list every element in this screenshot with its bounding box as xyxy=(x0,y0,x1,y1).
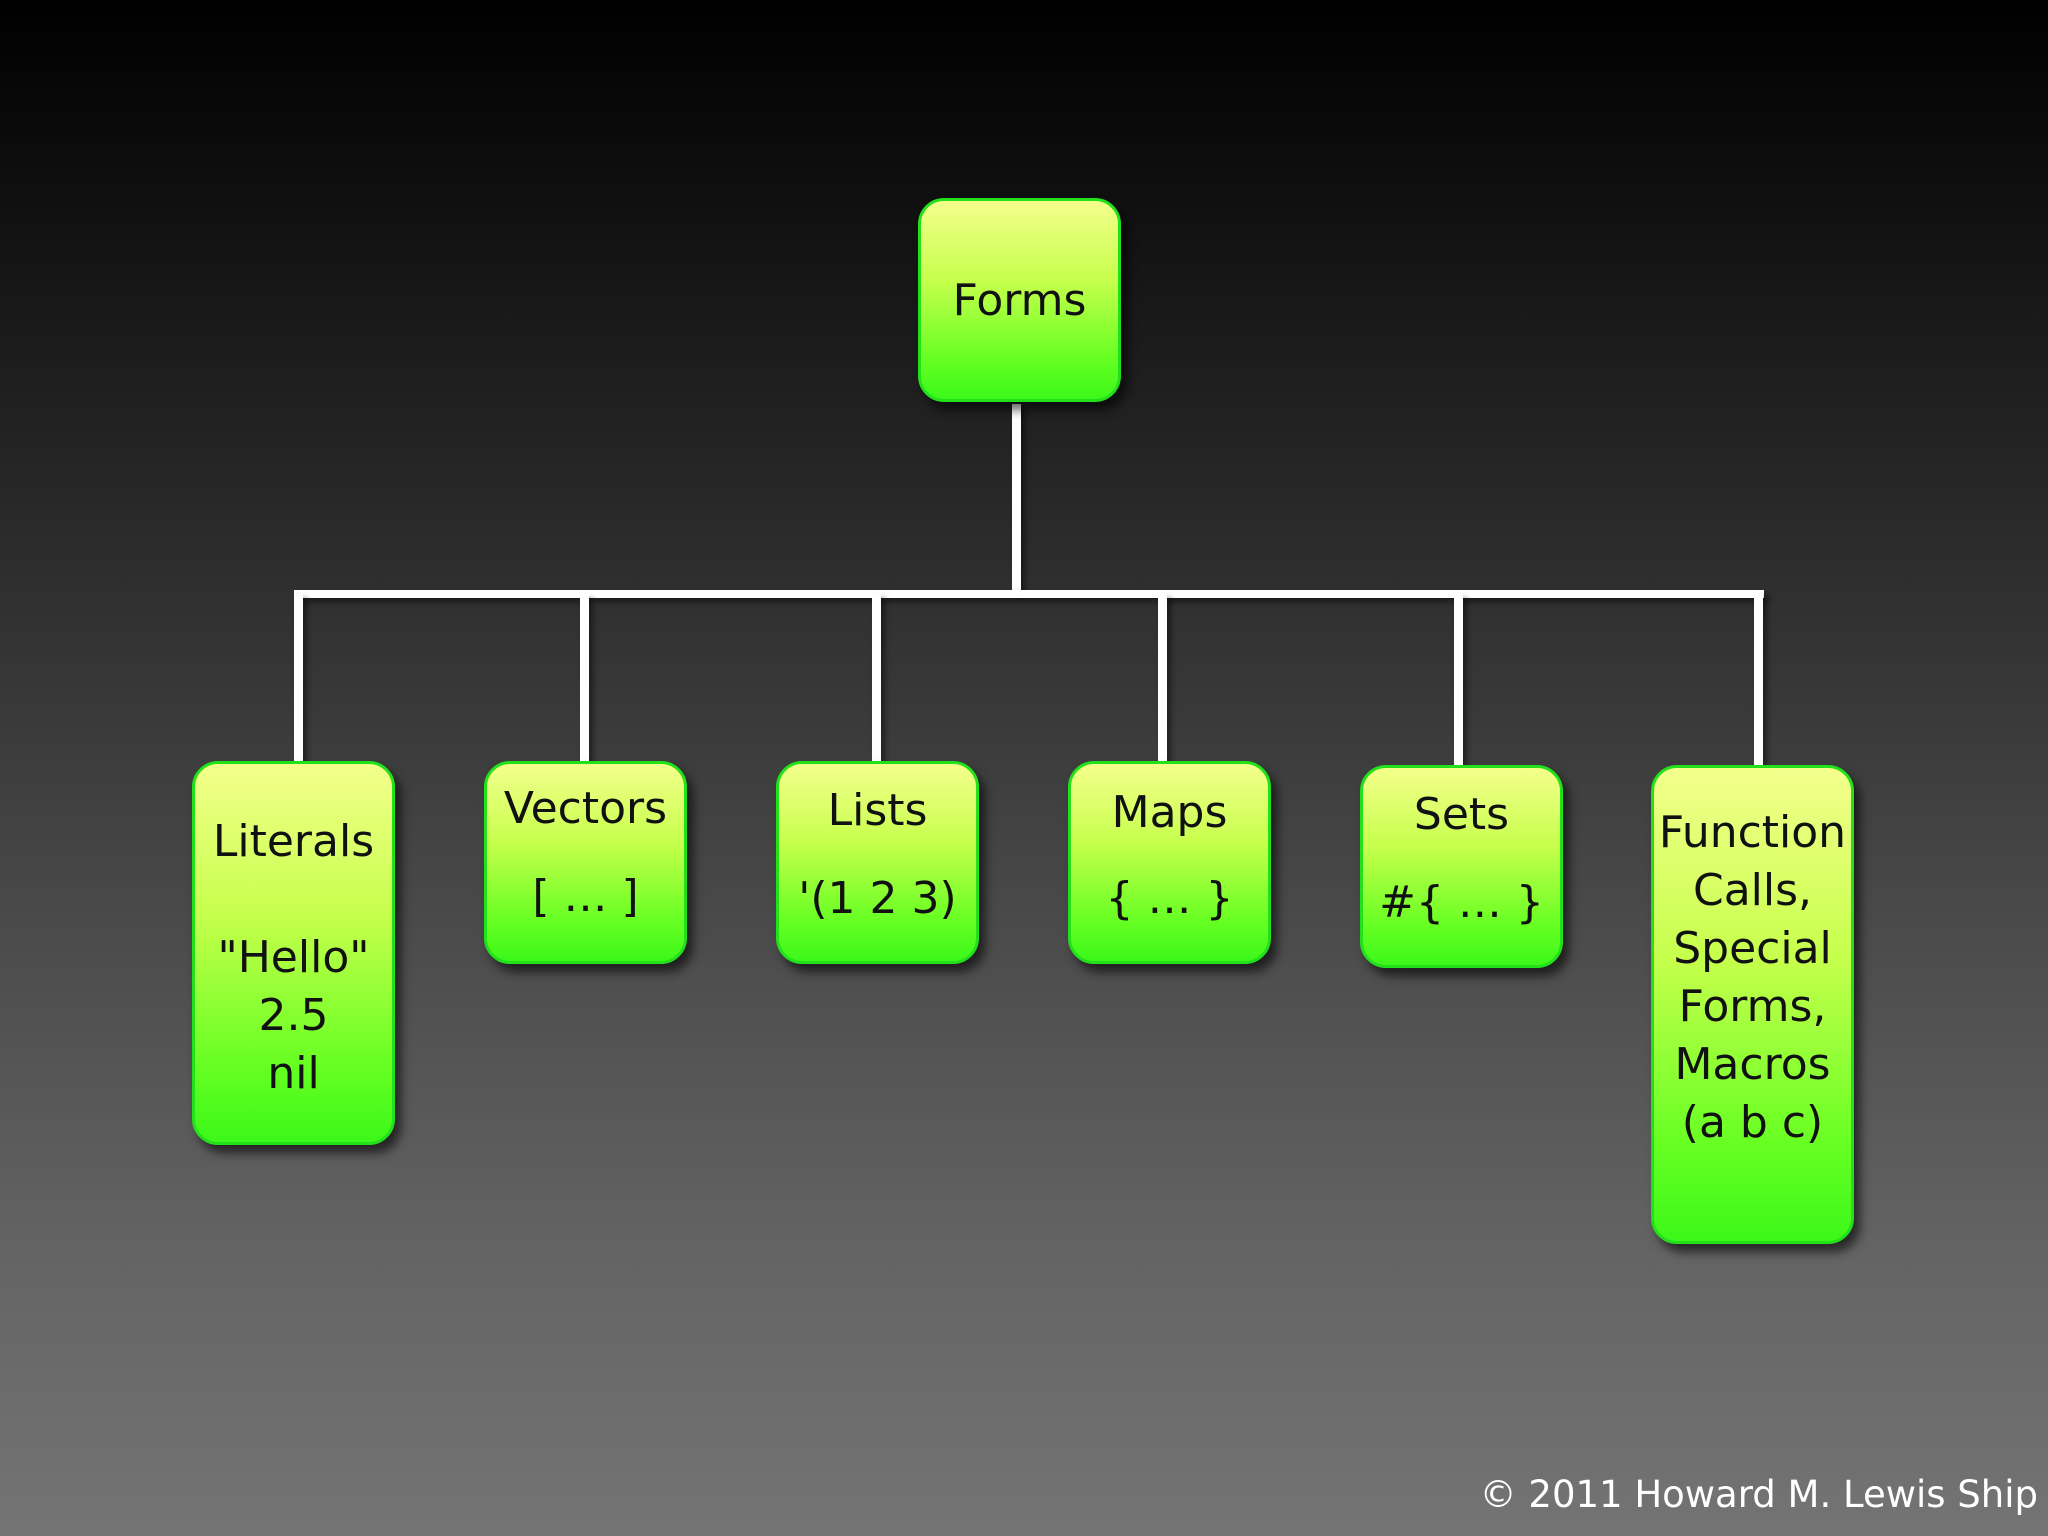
example-number: 2.5 xyxy=(258,990,329,1041)
label-line-function: Function xyxy=(1658,807,1847,858)
node-function-calls-example: (a b c) xyxy=(1681,1097,1824,1148)
node-sets-example: #{ … } xyxy=(1379,877,1544,928)
branch-connector-sets xyxy=(1454,594,1463,768)
node-literals-examples: "Hello" 2.5 nil xyxy=(195,929,392,1103)
node-function-calls-label: Function Calls, Special Forms, Macros xyxy=(1654,804,1851,1094)
copyright-notice: © 2011 Howard M. Lewis Ship xyxy=(1479,1473,2038,1516)
label-line-special: Special xyxy=(1673,923,1832,974)
node-function-calls: Function Calls, Special Forms, Macros (a… xyxy=(1651,765,1854,1244)
node-vectors-label: Vectors xyxy=(503,783,668,834)
node-maps-example: { … } xyxy=(1105,873,1234,924)
root-trunk-connector xyxy=(1012,404,1021,594)
node-literals-label: Literals xyxy=(212,816,375,867)
label-line-calls: Calls, xyxy=(1692,865,1813,916)
node-vectors: Vectors [ … ] xyxy=(484,761,687,964)
example-nil: nil xyxy=(267,1048,320,1099)
node-lists: Lists '(1 2 3) xyxy=(776,761,979,964)
node-maps: Maps { … } xyxy=(1068,761,1271,964)
horizontal-bus-connector xyxy=(294,590,1764,598)
branch-connector-vectors xyxy=(580,594,589,764)
node-forms: Forms xyxy=(918,198,1121,402)
node-literals: Literals "Hello" 2.5 nil xyxy=(192,761,395,1145)
branch-connector-function-calls xyxy=(1754,594,1763,768)
branch-connector-literals xyxy=(294,594,303,764)
node-forms-label: Forms xyxy=(952,275,1087,326)
node-lists-label: Lists xyxy=(827,785,928,836)
example-hello: "Hello" xyxy=(217,932,370,983)
branch-connector-lists xyxy=(872,594,881,764)
node-vectors-example: [ … ] xyxy=(532,871,639,922)
node-maps-label: Maps xyxy=(1111,787,1228,838)
label-line-macros: Macros xyxy=(1674,1039,1831,1090)
node-sets: Sets #{ … } xyxy=(1360,765,1563,968)
node-sets-label: Sets xyxy=(1413,789,1510,840)
label-line-forms: Forms, xyxy=(1678,981,1827,1032)
branch-connector-maps xyxy=(1158,594,1167,764)
node-lists-example: '(1 2 3) xyxy=(798,873,957,924)
